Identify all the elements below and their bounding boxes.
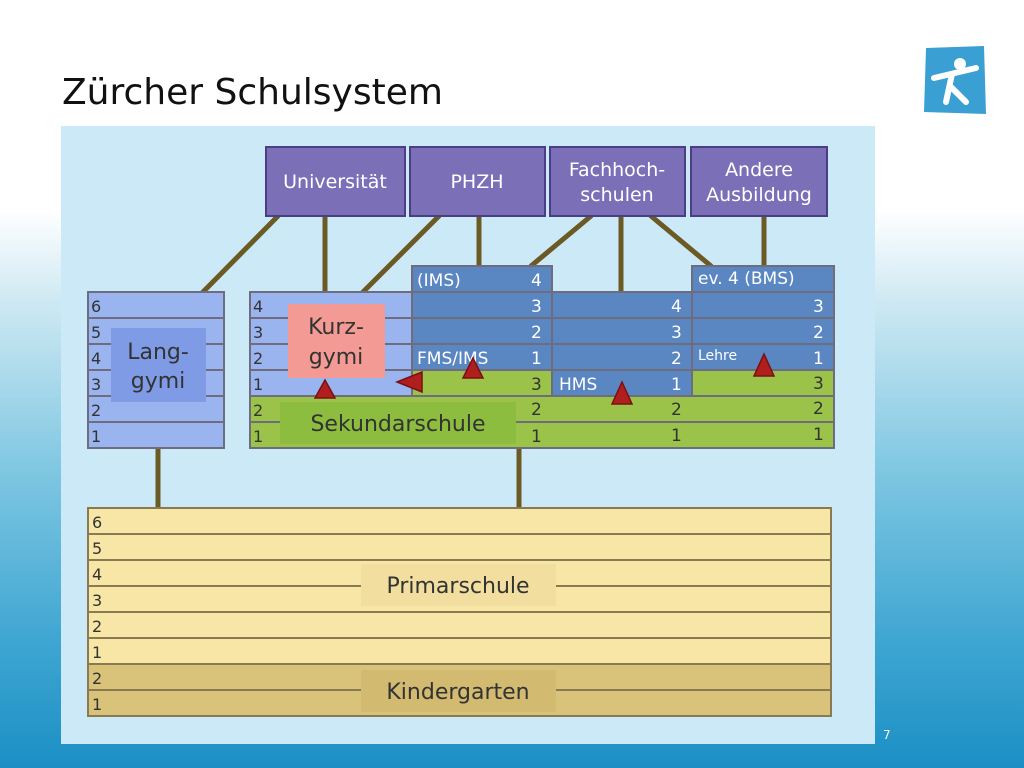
- sekundarschule-label-box: [280, 402, 516, 444]
- andere-label-line2: Ausbildung: [706, 184, 812, 206]
- sek-left-row-2: 2: [253, 401, 263, 420]
- arrow-sek-to-hms: [610, 380, 634, 405]
- sek-col1-row-2: 2: [531, 400, 542, 420]
- hms-row-2: 2: [671, 349, 682, 369]
- box-andere-ausbildung: Andere Ausbildung: [690, 146, 828, 217]
- langgymi-row-5: 5: [91, 323, 101, 342]
- fms-row-2: 2: [531, 323, 542, 343]
- primar-row-3: 3: [92, 591, 102, 610]
- lehre-label: Lehre: [698, 348, 737, 364]
- kindergarten-label-box: [361, 670, 556, 712]
- primar-row-4: 4: [92, 565, 102, 584]
- langgymi-label-box: [111, 328, 206, 402]
- phzh-label: PHZH: [450, 171, 503, 193]
- lehre-block: ev. 4 (BMS) 3 2 Lehre 1: [691, 265, 835, 371]
- arrow-sek-to-fms: [461, 356, 485, 379]
- sek-col1-row-1: 1: [531, 427, 542, 447]
- fachhochschulen-label-line2: schulen: [580, 184, 653, 206]
- lehre-row-2: 2: [813, 323, 824, 343]
- sek-col1-row-3: 3: [531, 375, 542, 395]
- universitaet-label: Universität: [283, 171, 387, 193]
- kindergarten-row-2: 2: [92, 669, 102, 688]
- andere-label-line1: Andere: [725, 159, 793, 181]
- transfer-arrows: [313, 352, 776, 405]
- hms-row-1: 1: [671, 375, 682, 395]
- kurzgymi-label-line2: gymi: [309, 345, 364, 370]
- fachhochschulen-label-line1: Fachhoch-: [569, 159, 665, 181]
- hms-block: 4 3 2 HMS 1: [551, 291, 693, 397]
- kurzgymi-row-3: 3: [253, 323, 263, 342]
- hms-row-3: 3: [671, 323, 682, 343]
- sek-col3-row-3: 3: [813, 374, 824, 394]
- langgymi-label-line1: Lang-: [127, 340, 189, 365]
- arrow-fms-to-kurzgymi: [394, 370, 423, 394]
- sek-col2-row-1: 1: [671, 426, 682, 446]
- box-fachhochschulen: Fachhoch- schulen: [549, 146, 686, 217]
- box-phzh: PHZH: [409, 146, 546, 217]
- langgymi-row-6: 6: [91, 297, 101, 316]
- fms-row-3: 3: [531, 297, 542, 317]
- langgymi-label-line2: gymi: [131, 369, 186, 394]
- kurzgymi-row-2: 2: [253, 349, 263, 368]
- arrow-sek-to-kurzgymi: [313, 378, 337, 399]
- langgymi-row-4: 4: [91, 349, 101, 368]
- kurzgymi-row-1: 1: [253, 375, 263, 394]
- kindergarten-label: Kindergarten: [386, 680, 529, 705]
- langgymi-row-1: 1: [91, 427, 101, 446]
- primarschule-label: Primarschule: [386, 574, 529, 599]
- connector-lines: [155, 213, 767, 511]
- langgymi-block: 6 5 4 3 2 1 Lang- gymi: [87, 291, 225, 449]
- sek-col3-row-2: 2: [813, 399, 824, 419]
- lehre-row-1: 1: [813, 349, 824, 369]
- connector-phzh-kurzgymi: [358, 213, 442, 297]
- primar-row-6: 6: [92, 513, 102, 532]
- kurzgymi-label-line1: Kurz-: [308, 315, 364, 340]
- lehre-row-3: 3: [813, 297, 824, 317]
- school-system-diagram: Universität PHZH Fachhoch- schulen Ander…: [61, 126, 875, 744]
- fms-row-1: 1: [531, 349, 542, 369]
- langgymi-row-3: 3: [91, 375, 101, 394]
- hms-label: HMS: [559, 375, 597, 395]
- kindergarten-row-1: 1: [92, 695, 102, 714]
- sek-left-row-1: 1: [253, 427, 263, 446]
- primar-row-2: 2: [92, 617, 102, 636]
- arrow-sek-to-lehre: [752, 352, 776, 377]
- fms-top-label: (IMS): [417, 271, 461, 291]
- fms-row-4: 4: [531, 271, 542, 291]
- sekundarschule-label: Sekundarschule: [310, 412, 485, 437]
- kindergarten-block: 2 1 Kindergarten: [87, 663, 832, 717]
- slide-title: Zürcher Schulsystem: [62, 72, 443, 113]
- sek-col3-row-1: 1: [813, 425, 824, 445]
- primar-row-5: 5: [92, 539, 102, 558]
- langgymi-row-2: 2: [91, 401, 101, 420]
- sekundarschule-block: 2 1 3 2 1 2 1 3 2 1 Sekundarschule: [249, 369, 835, 449]
- connector-fh-fms: [528, 213, 594, 269]
- connector-fh-lehre: [648, 213, 714, 269]
- kurzgymi-row-4: 4: [253, 297, 263, 316]
- fms-ims-block: (IMS) 4 3 2 FMS/IMS 1: [411, 265, 553, 371]
- kurzgymi-block: 4 3 2 1 Kurz- gymi: [249, 291, 413, 397]
- connector-uni-langgymi: [198, 213, 281, 297]
- primar-row-1: 1: [92, 643, 102, 662]
- page-number: 7: [883, 728, 891, 742]
- hms-row-4: 4: [671, 297, 682, 317]
- primarschule-label-box: [361, 564, 556, 606]
- primarschule-block: 6 5 4 3 2 1 Primarschule: [87, 507, 832, 665]
- lehre-top-label: ev. 4 (BMS): [698, 269, 795, 289]
- sek-col2-row-2: 2: [671, 400, 682, 420]
- box-universitaet: Universität: [265, 146, 406, 217]
- kurzgymi-label-box: [288, 304, 385, 378]
- person-figure-logo: [924, 46, 986, 114]
